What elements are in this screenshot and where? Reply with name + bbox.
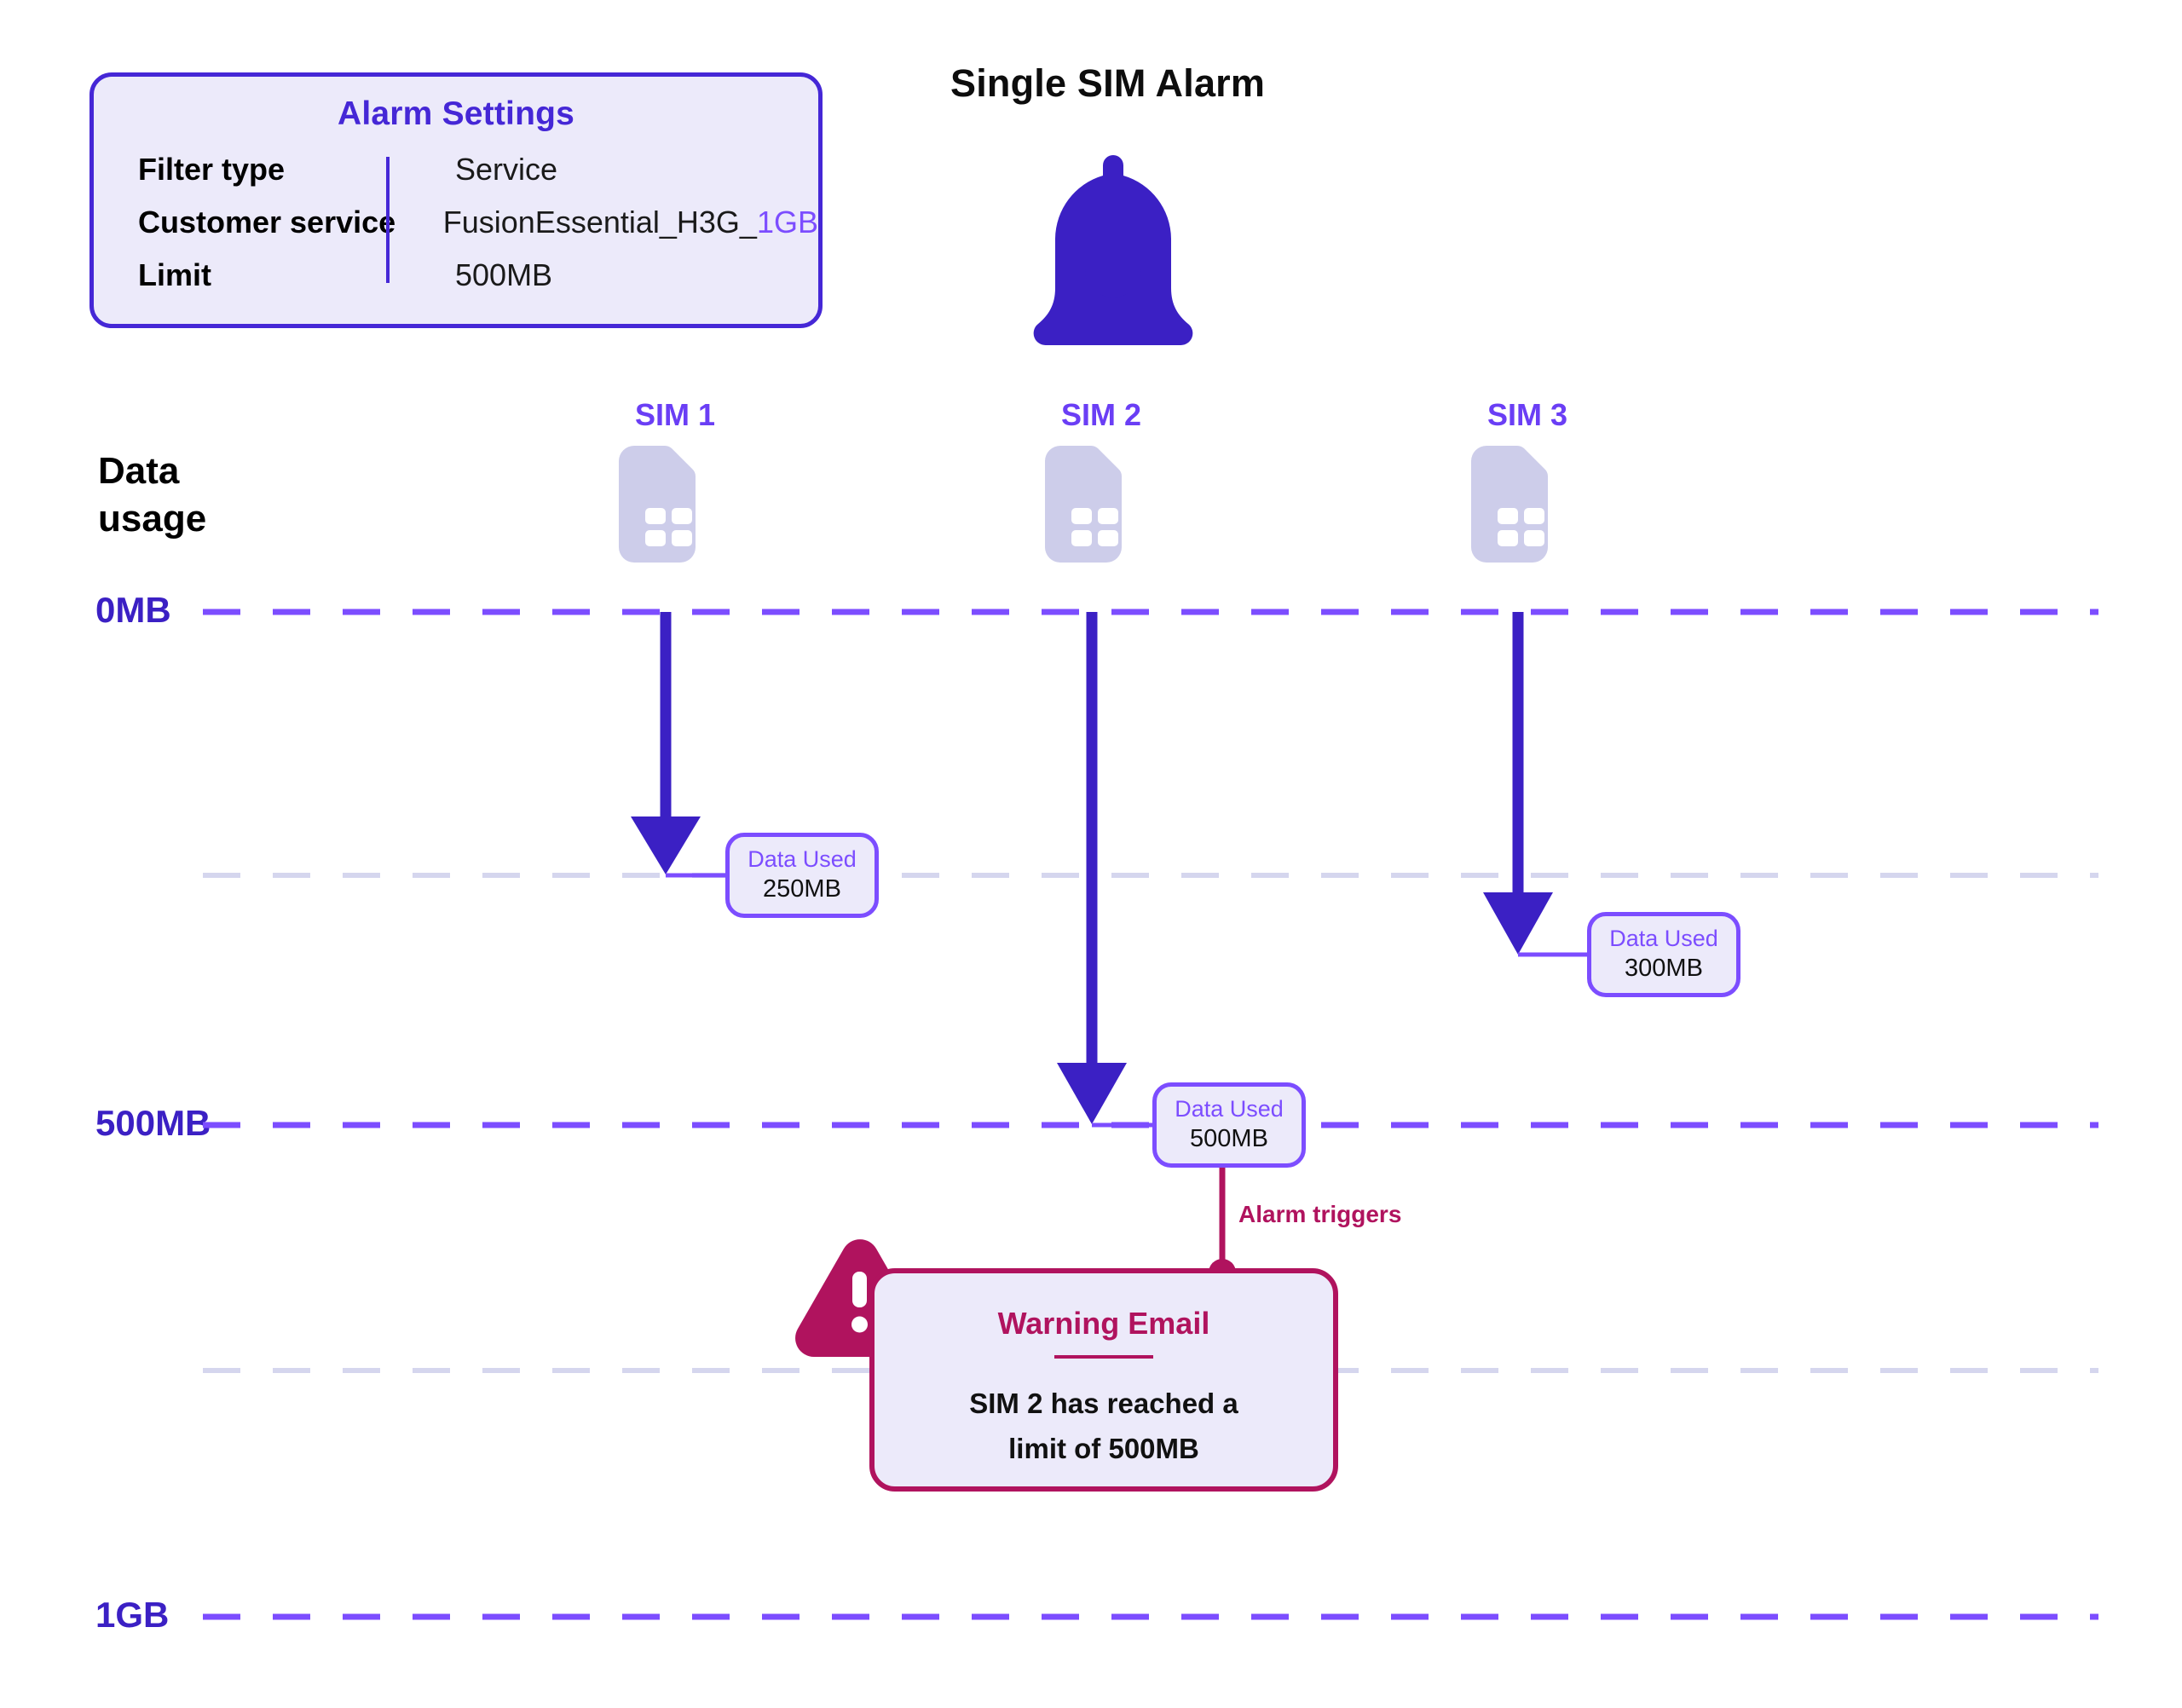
settings-row-limit: Limit 500MB (138, 257, 818, 310)
alarm-settings-panel: Alarm Settings Filter type Service Custo… (89, 72, 823, 328)
settings-key-limit: Limit (138, 257, 211, 292)
sim-2-usage-arrow (1057, 612, 1152, 1128)
axis-caption: Data usage (98, 447, 206, 544)
sim-card-icon-1 (619, 445, 696, 563)
settings-row-customer-service: Customer service FusionEssential_H3G_1GB (138, 205, 818, 257)
sim-card-icon-2 (1045, 445, 1123, 563)
bell-icon (1033, 155, 1193, 346)
warning-email-body-line1: SIM 2 has reached a (969, 1388, 1238, 1419)
settings-value-limit: 500MB (455, 257, 553, 292)
warning-email-divider (1054, 1355, 1153, 1359)
warning-email-card: Warning Email SIM 2 has reached a limit … (869, 1268, 1338, 1492)
sim-2-data-used-callout: Data Used 500MB (1152, 1082, 1306, 1168)
axis-tick-500mb: 500MB (95, 1103, 211, 1143)
alarm-settings-rows: Filter type Service Customer service Fus… (94, 152, 818, 310)
alarm-settings-title: Alarm Settings (337, 95, 575, 132)
warning-email-body: SIM 2 has reached a limit of 500MB (875, 1381, 1333, 1472)
sim-3-data-used-value: 300MB (1625, 955, 1703, 983)
settings-value-customer-service-highlight: 1GB (756, 205, 818, 239)
sim-label-1: SIM 1 (635, 397, 716, 432)
axis-tick-1gb: 1GB (95, 1595, 170, 1635)
axis-caption-line2: usage (98, 498, 207, 540)
sim-label-2: SIM 2 (1061, 397, 1142, 432)
axis-caption-line1: Data (98, 450, 180, 492)
settings-value-customer-service: FusionEssential_H3G_1GB (407, 205, 818, 240)
axis-tick-0mb: 0MB (95, 590, 171, 630)
page-title: Single SIM Alarm (950, 61, 1266, 105)
sim-2-data-used-title: Data Used (1175, 1095, 1284, 1122)
warning-email-title: Warning Email (997, 1306, 1210, 1341)
settings-value-customer-service-text: FusionEssential_H3G_ (442, 205, 757, 239)
warning-email-body-line2: limit of 500MB (1008, 1433, 1199, 1465)
alarm-triggers-label: Alarm triggers (1238, 1201, 1402, 1227)
sim-1-data-used-value: 250MB (763, 875, 841, 903)
sim-1-data-used-callout: Data Used 250MB (725, 833, 879, 918)
settings-divider (386, 157, 390, 283)
sim-3-data-used-callout: Data Used 300MB (1587, 912, 1740, 997)
sim-card-icon-3 (1471, 445, 1548, 563)
sim-3-data-used-title: Data Used (1609, 925, 1718, 951)
sim-2-data-used-value: 500MB (1190, 1125, 1268, 1153)
settings-row-filter-type: Filter type Service (138, 152, 818, 205)
settings-key-filter-type: Filter type (138, 152, 286, 187)
settings-key-customer-service: Customer service (138, 205, 396, 239)
sim-3-usage-arrow (1483, 612, 1587, 957)
settings-value-filter-type: Service (455, 152, 558, 187)
sim-1-data-used-title: Data Used (748, 845, 857, 872)
sim-label-3: SIM 3 (1487, 397, 1568, 432)
